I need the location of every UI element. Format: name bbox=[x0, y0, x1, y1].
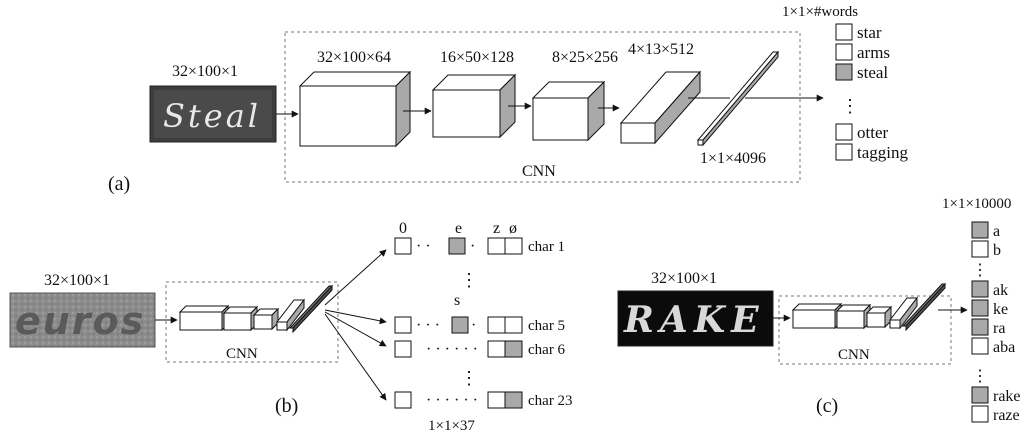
panel-a-layer-4 bbox=[619, 70, 702, 145]
panel-c-ngram-item-box bbox=[971, 337, 989, 355]
panel-c-ngram-item-box bbox=[971, 240, 989, 258]
panel-b-row-char6-label: char 6 bbox=[528, 342, 566, 358]
panel-c-cnn-label: CNN bbox=[838, 347, 870, 363]
panel-c-ngram-item-box bbox=[971, 280, 989, 298]
panel-a-layer-2 bbox=[431, 73, 517, 139]
panel-b-row-char1-dots-right: · bbox=[470, 238, 475, 255]
panel-b-input-image: euros bbox=[9, 292, 156, 348]
panel-c-ngram-item-word: a bbox=[993, 223, 1000, 240]
panel-b-arrow-char6 bbox=[324, 311, 387, 347]
panel-a-layer-2-dims: 16×50×128 bbox=[440, 49, 514, 66]
panel-c-ngram-item-word: raze bbox=[993, 407, 1020, 424]
panel-a-vocab-item-box bbox=[835, 43, 853, 61]
panel-a-cnn-frame bbox=[284, 31, 801, 183]
panel-c-output-dims: 1×1×10000 bbox=[942, 196, 1011, 212]
panel-c-ngram-item-box bbox=[971, 405, 989, 423]
panel-a-layer-1 bbox=[298, 70, 412, 148]
panel-b-cnn-label: CNN bbox=[226, 346, 258, 362]
panel-b-row-char1-dots-left: · · bbox=[416, 238, 431, 255]
panel-b-arrow-char23 bbox=[324, 313, 387, 401]
panel-a-layer-5-dims: 1×1×4096 bbox=[700, 150, 766, 167]
panel-b-row-char23-label: char 23 bbox=[528, 393, 573, 409]
panel-a-layer-4-dims: 4×13×512 bbox=[628, 41, 694, 58]
panel-c-ngrams-bottom: rake raze bbox=[971, 386, 1021, 424]
panel-c-ngram-item-word: aba bbox=[993, 339, 1015, 356]
panel-a-vocab-item-box bbox=[835, 123, 853, 141]
panel-a-input-image: Steal bbox=[149, 85, 277, 143]
panel-b: (b) 32×100×1 euros CNN bbox=[9, 220, 573, 434]
panel-b-output-dims: 1×1×37 bbox=[428, 418, 475, 434]
panel-b-col-label-e: e bbox=[455, 220, 462, 237]
panel-a-vocab-item-word: otter bbox=[857, 123, 888, 142]
panel-b-row-char5-letter: s bbox=[454, 292, 460, 309]
panel-b-cnn-frame bbox=[165, 281, 339, 363]
panel-a-vocab-item-word: star bbox=[857, 23, 882, 42]
panel-b-row-char6-dots: · · · · · · bbox=[426, 341, 478, 358]
panel-c-ngram-item-word: rake bbox=[993, 388, 1021, 405]
panel-b-col-label-z: z bbox=[493, 220, 500, 237]
panel-c-input-image: RAKE bbox=[617, 290, 774, 347]
panel-c-label: (c) bbox=[816, 395, 838, 417]
panel-c-ngram-item-word: ra bbox=[993, 320, 1005, 337]
panel-a: (a) 32×100×1 Steal CNN 32×100×64 16×50×1… bbox=[108, 4, 908, 195]
panel-b-row-char1-label: char 1 bbox=[528, 239, 565, 255]
panel-b-row-char5: · · · · char 5 bbox=[394, 316, 565, 334]
panel-c-ngrams-top: ab bbox=[971, 221, 1001, 259]
panel-c-ngram-item-word: ke bbox=[993, 301, 1008, 318]
panel-b-row-char5-label: char 5 bbox=[528, 318, 565, 334]
panel-a-vocab-item-word: arms bbox=[857, 43, 890, 62]
panel-a-cnn-label: CNN bbox=[522, 163, 556, 180]
panel-c-ngram-item-box bbox=[971, 221, 989, 239]
panel-b-row-char23: · · · · · · char 23 bbox=[394, 391, 573, 409]
panel-c-ngram-item-word: b bbox=[993, 242, 1001, 259]
panel-b-arrow-char5 bbox=[324, 309, 387, 325]
panel-c-ngram-item-word: ak bbox=[993, 282, 1008, 299]
panel-a-output-dims: 1×1×#words bbox=[782, 4, 858, 20]
panel-a-vocab-item-box bbox=[835, 23, 853, 41]
panel-c-input-dims: 32×100×1 bbox=[651, 270, 717, 287]
panel-b-input-dims: 32×100×1 bbox=[44, 272, 110, 289]
panel-a-vocab-item-word: tagging bbox=[857, 143, 908, 162]
panel-b-row-char23-dots: · · · · · · bbox=[426, 392, 478, 409]
panel-b-vdots-1: ⋮ bbox=[460, 270, 478, 290]
panel-b-row-char5-dots-left: · · · bbox=[416, 317, 440, 334]
panel-b-row-char6: · · · · · · char 6 bbox=[394, 340, 566, 358]
panel-a-layer-5 bbox=[696, 50, 780, 147]
panel-a-layer-1-dims: 32×100×64 bbox=[317, 49, 391, 66]
panel-c-vdots-1: ⋮ bbox=[972, 262, 988, 279]
panel-a-vocab-item-box bbox=[835, 63, 853, 81]
panel-b-row-char1: · · · char 1 bbox=[394, 237, 565, 255]
panel-b-col-label-null: ø bbox=[509, 220, 517, 237]
panel-c-ngram-item-box bbox=[971, 386, 989, 404]
panel-c-vdots-2: ⋮ bbox=[972, 368, 988, 385]
panel-c-ngram-item-box bbox=[971, 318, 989, 336]
panel-a-label: (a) bbox=[108, 173, 130, 195]
panel-a-vocab-item-box bbox=[835, 143, 853, 161]
panel-b-input-word: euros bbox=[15, 299, 145, 343]
panel-c: (c) 32×100×1 RAKE CNN 1×1×10000 ab bbox=[617, 196, 1021, 424]
panel-a-vocab-item-word: steal bbox=[857, 63, 888, 82]
panel-b-row-char5-dots-right: · bbox=[471, 317, 476, 334]
panel-c-cnn-frame bbox=[778, 295, 952, 365]
panel-a-layer-3 bbox=[531, 80, 606, 142]
panel-b-mini-cnn bbox=[178, 284, 334, 334]
panel-c-ngrams-mid: ak ke ra aba bbox=[971, 280, 1015, 356]
panel-a-layer-3-dims: 8×25×256 bbox=[552, 49, 618, 66]
panel-c-input-word: RAKE bbox=[623, 299, 765, 341]
panel-b-col-label-0: 0 bbox=[399, 220, 407, 237]
panel-a-input-word: Steal bbox=[163, 97, 261, 135]
panel-c-mini-cnn bbox=[791, 282, 947, 332]
panel-a-vdots: ⋮ bbox=[841, 96, 859, 116]
panel-b-arrow-char1 bbox=[324, 249, 387, 306]
panel-a-input-dims: 32×100×1 bbox=[172, 63, 238, 80]
panel-b-label: (b) bbox=[275, 395, 298, 417]
panel-c-ngram-item-box bbox=[971, 299, 989, 317]
panel-b-vdots-2: ⋮ bbox=[460, 368, 478, 388]
